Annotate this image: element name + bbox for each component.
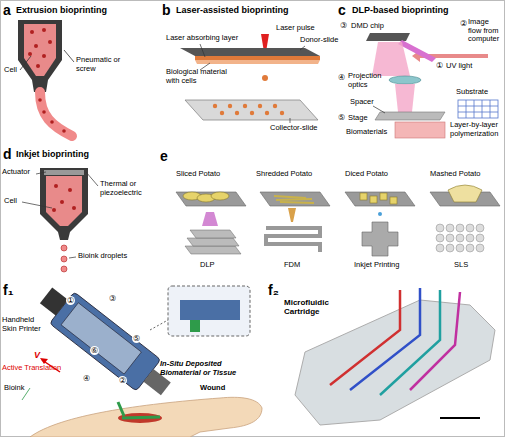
callout-label: Biological material with cells xyxy=(166,68,238,85)
callout-label: In-Situ Deposited Biomaterial or Tissue xyxy=(160,360,252,377)
item-label: Mashed Potato xyxy=(430,170,480,179)
callout-label: Stage xyxy=(348,114,368,123)
item-label: Shredded Potato xyxy=(256,170,312,179)
callout-label: Pneumatic or screw xyxy=(76,56,122,73)
callout-label: Spacer xyxy=(350,98,374,107)
callout-number: ② xyxy=(118,376,127,385)
callout-label: UV light xyxy=(446,62,472,71)
method-label: DLP xyxy=(200,261,215,270)
callout-label: Collector-slide xyxy=(270,124,318,133)
panel-letter: a xyxy=(3,2,11,18)
callout-label: Thermal or piezoelectric xyxy=(100,180,150,197)
callout-label: Laser pulse xyxy=(276,24,315,33)
callout-label: Actuator xyxy=(2,168,30,177)
panel-letter: e xyxy=(160,148,168,164)
callout-label: Active Translation xyxy=(2,364,61,373)
callout-label: Wound xyxy=(200,384,225,393)
callout-number: ④ xyxy=(338,73,345,82)
panel-title: Inkjet bioprinting xyxy=(16,149,89,159)
callout-number: ⑥ xyxy=(90,346,99,355)
callout-number: ④ xyxy=(82,374,91,383)
callout-label: Layer-by-layer polymerization xyxy=(450,121,502,138)
callout-number: ⑤ xyxy=(338,113,345,122)
callout-label: Cell xyxy=(4,197,17,206)
callout-label: Laser absorbing layer xyxy=(166,34,238,43)
callout-number: ① xyxy=(436,61,443,70)
callout-label: Bioink droplets xyxy=(78,252,127,261)
callout-label: Substrate xyxy=(456,88,488,97)
panel-title: DLP-based bioprinting xyxy=(352,5,449,15)
callout-label: Handheld Skin Printer xyxy=(2,316,42,333)
method-label: FDM xyxy=(284,261,300,270)
panel-title: Extrusion bioprinting xyxy=(16,5,107,15)
callout-number: ② xyxy=(460,19,467,28)
callout-label: Bioink xyxy=(4,384,24,393)
callout-number: ③ xyxy=(340,21,347,30)
callout-label: Cell xyxy=(4,66,17,75)
panel-title: Laser-assisted bioprinting xyxy=(176,5,289,15)
callout-label: Donor-slide xyxy=(300,36,338,45)
callout-number: ③ xyxy=(108,294,117,303)
callout-number: ⑤ xyxy=(132,334,141,343)
panel-letter: d xyxy=(3,146,12,162)
panel-letter: f₂ xyxy=(268,282,279,298)
method-label: SLS xyxy=(454,261,468,270)
item-label: Diced Potato xyxy=(345,170,388,179)
callout-number: ① xyxy=(66,296,75,305)
callout-label: Image flow from computer xyxy=(468,18,502,44)
item-label: Sliced Potato xyxy=(176,170,220,179)
callout-label: Projection optics xyxy=(348,72,386,89)
panel-title: Microfluidic Cartridge xyxy=(284,298,344,316)
panel-letter: c xyxy=(338,2,346,18)
velocity-label: V xyxy=(34,350,40,360)
method-label: Inkjet Printing xyxy=(354,261,399,270)
callout-label: Biomaterials xyxy=(346,128,387,137)
panel-letter: b xyxy=(162,2,171,18)
panel-letter: f₁ xyxy=(3,282,13,298)
callout-label: DMD chip xyxy=(351,22,384,31)
